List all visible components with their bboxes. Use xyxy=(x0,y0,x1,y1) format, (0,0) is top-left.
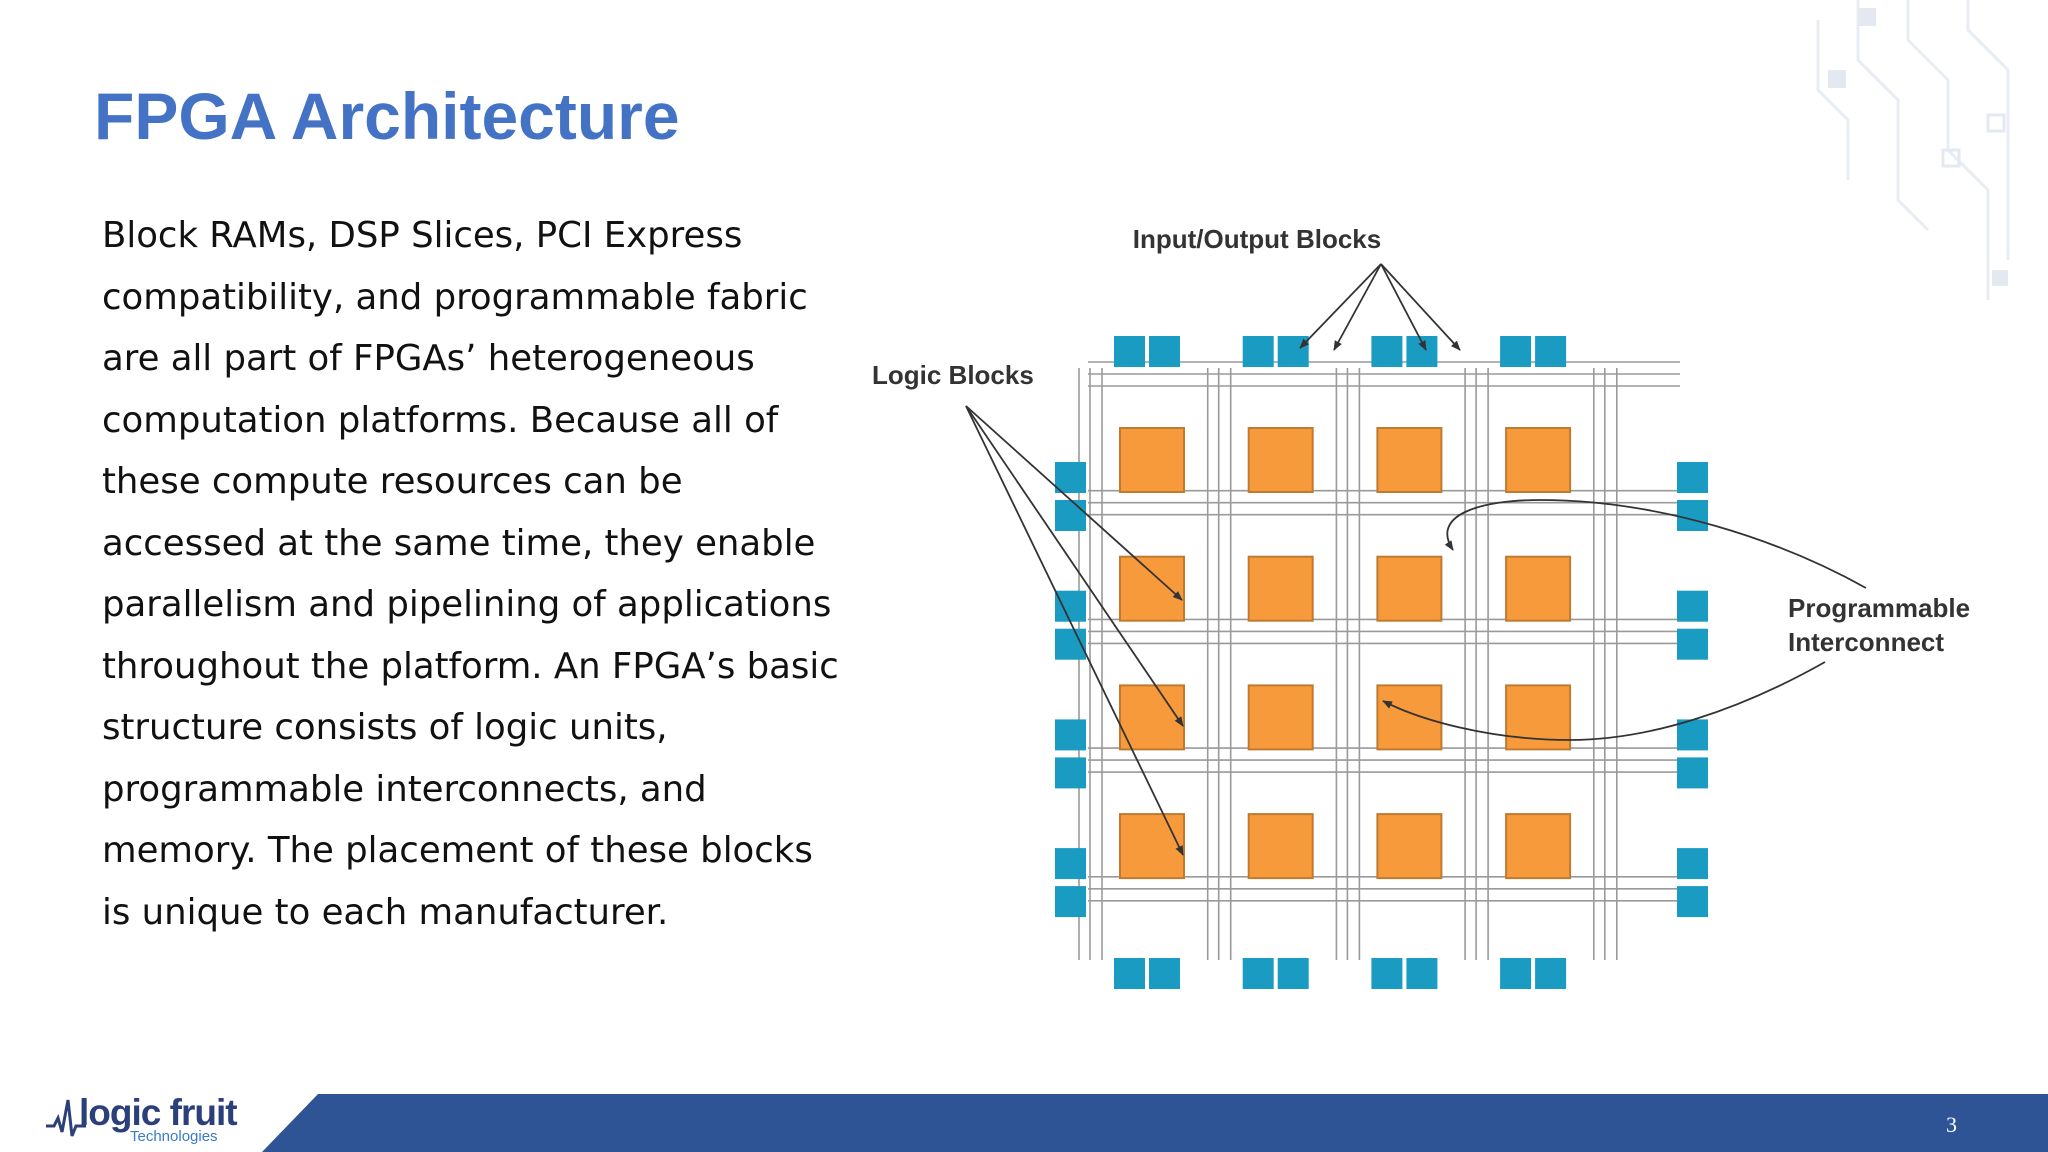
arrow-interconnect xyxy=(1382,661,1826,741)
io-block-right xyxy=(1677,462,1708,493)
arrow-io xyxy=(1299,263,1382,349)
io-block-bottom xyxy=(1242,958,1274,989)
arrow-logic xyxy=(965,405,1184,856)
arrow-io xyxy=(1333,263,1382,351)
logic-block xyxy=(1376,555,1443,622)
io-block-left xyxy=(1055,757,1086,789)
io-block-right xyxy=(1677,886,1708,918)
io-block-right xyxy=(1677,757,1708,789)
logic-blocks-group xyxy=(1119,427,1572,880)
io-block-right xyxy=(1677,719,1708,751)
fpga-architecture-diagram: Input/Output Blocks Logic Blocks Program… xyxy=(872,224,1970,989)
label-logic-blocks: Logic Blocks xyxy=(872,360,1034,390)
io-block-bottom xyxy=(1371,958,1403,989)
logo-wordmark: logic fruit xyxy=(79,1092,238,1133)
io-block-left xyxy=(1055,719,1086,751)
logic-block xyxy=(1376,813,1443,880)
label-interconnect: Interconnect xyxy=(1788,627,1944,657)
arrow-logic xyxy=(965,405,1184,727)
io-block-right xyxy=(1677,590,1708,622)
io-block-top xyxy=(1535,336,1567,367)
io-block-top xyxy=(1242,336,1274,367)
page-number: 3 xyxy=(1946,1112,1957,1137)
io-block-right xyxy=(1677,628,1708,660)
io-block-top xyxy=(1277,336,1309,367)
logic-block xyxy=(1247,813,1314,880)
logo-tagline: Technologies xyxy=(130,1128,218,1145)
io-block-bottom xyxy=(1535,958,1567,989)
io-blocks-group xyxy=(1055,336,1708,989)
logic-block xyxy=(1505,555,1572,622)
io-block-bottom xyxy=(1114,958,1145,989)
logic-block xyxy=(1119,813,1185,880)
io-block-bottom xyxy=(1406,958,1438,989)
label-input-output-blocks: Input/Output Blocks xyxy=(1133,224,1381,254)
logic-block xyxy=(1119,427,1185,493)
callout-arrows-group xyxy=(965,263,1867,856)
footer-bar xyxy=(0,1094,2048,1152)
logic-block xyxy=(1505,813,1572,880)
arrow-io xyxy=(1380,263,1461,351)
io-block-right xyxy=(1677,500,1708,531)
io-block-top xyxy=(1500,336,1532,367)
footer-band xyxy=(262,1094,2048,1152)
io-block-left xyxy=(1055,848,1086,880)
logic-block xyxy=(1247,555,1314,622)
io-block-left xyxy=(1055,462,1086,493)
io-block-left xyxy=(1055,500,1086,531)
body-paragraph: Block RAMs, DSP Slices, PCI Express comp… xyxy=(102,215,839,933)
io-block-top xyxy=(1149,336,1180,367)
slide-title: FPGA Architecture xyxy=(94,79,680,153)
io-block-right xyxy=(1677,848,1708,880)
logic-block xyxy=(1376,427,1443,493)
logic-block xyxy=(1247,684,1314,751)
logic-block xyxy=(1119,684,1185,751)
arrow-io xyxy=(1380,263,1427,351)
io-block-bottom xyxy=(1500,958,1532,989)
io-block-bottom xyxy=(1277,958,1309,989)
io-block-top xyxy=(1371,336,1403,367)
company-logo: logic fruit Technologies xyxy=(46,1090,246,1152)
arrow-logic xyxy=(965,405,1183,601)
logo-pulse-icon xyxy=(46,1099,86,1137)
logic-block xyxy=(1376,684,1443,751)
circuit-decoration-icon xyxy=(1816,0,2010,300)
label-programmable: Programmable xyxy=(1788,593,1970,623)
io-block-bottom xyxy=(1149,958,1180,989)
logic-block xyxy=(1505,427,1572,493)
logic-block xyxy=(1247,427,1314,493)
io-block-top xyxy=(1114,336,1145,367)
io-block-left xyxy=(1055,590,1086,622)
arrow-interconnect xyxy=(1444,499,1867,589)
logic-block xyxy=(1119,555,1185,622)
io-block-left xyxy=(1055,886,1086,918)
